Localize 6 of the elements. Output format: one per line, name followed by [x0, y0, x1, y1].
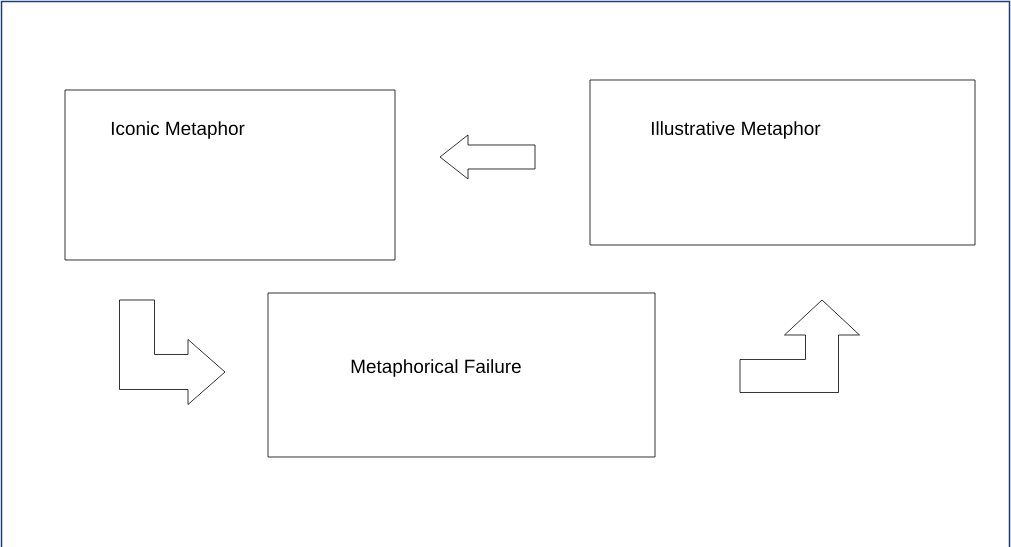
block-arrow [119, 299, 226, 405]
block-arrow [439, 134, 536, 180]
process-box: Iconic Metaphor [64, 89, 396, 261]
process-box: Illustrative Metaphor [589, 79, 976, 246]
block-arrow [739, 299, 860, 393]
process-box: Metaphorical Failure [267, 292, 656, 458]
